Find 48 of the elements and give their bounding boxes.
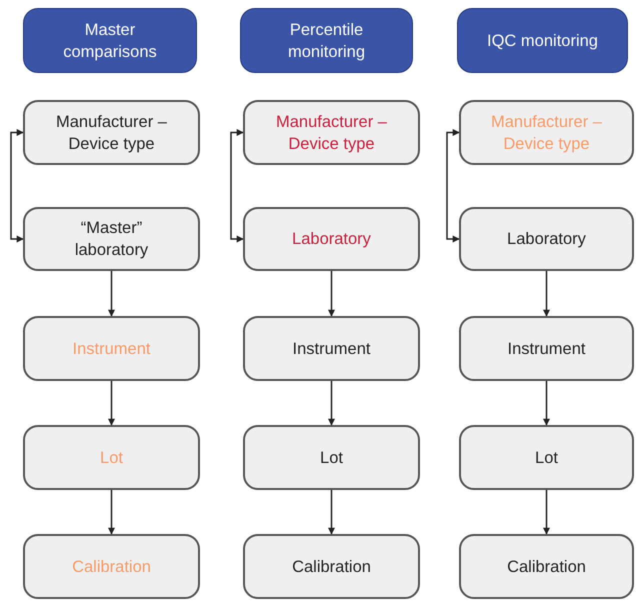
process-box xyxy=(459,207,634,271)
column-heading: IQC monitoring xyxy=(486,30,599,52)
double-arrow xyxy=(10,129,24,242)
box-label: Manufacturer – Device type xyxy=(55,112,168,154)
box-label: Instrument xyxy=(506,338,586,360)
arrow xyxy=(328,381,335,426)
column-heading: Percentile monitoring xyxy=(286,20,366,62)
process-box xyxy=(243,534,420,599)
process-box xyxy=(23,425,200,490)
header-box xyxy=(240,8,413,73)
box-label: Instrument xyxy=(292,338,372,360)
arrow xyxy=(543,381,550,426)
box-label: Laboratory xyxy=(506,229,587,250)
box-label: Lot xyxy=(319,448,344,468)
box-label: “Master” laboratory xyxy=(74,218,150,261)
header-box xyxy=(457,8,628,73)
process-box xyxy=(243,425,420,490)
process-box xyxy=(23,207,200,271)
arrow xyxy=(108,271,115,317)
arrow xyxy=(108,490,115,535)
box-label: Lot xyxy=(99,448,124,468)
process-box xyxy=(459,100,634,165)
arrow xyxy=(543,490,550,535)
arrow xyxy=(328,271,335,317)
arrow xyxy=(543,271,550,317)
header-box xyxy=(23,8,197,73)
box-label: Calibration xyxy=(291,556,372,578)
process-box xyxy=(23,316,200,381)
process-box xyxy=(243,316,420,381)
box-label: Instrument xyxy=(72,338,152,360)
arrow xyxy=(328,490,335,535)
box-label: Manufacturer – Device type xyxy=(490,112,603,154)
process-box xyxy=(459,534,634,599)
double-arrow xyxy=(230,129,244,242)
box-label: Lot xyxy=(534,448,559,468)
double-arrow xyxy=(446,129,460,242)
arrow xyxy=(108,381,115,426)
process-box xyxy=(23,534,200,599)
box-label: Calibration xyxy=(71,556,152,578)
box-label: Manufacturer – Device type xyxy=(275,112,388,154)
process-box xyxy=(243,100,420,165)
column-heading: Master comparisons xyxy=(62,20,158,62)
process-box xyxy=(23,100,200,165)
box-label: Calibration xyxy=(506,556,587,578)
process-box xyxy=(459,316,634,381)
process-box xyxy=(459,425,634,490)
process-box xyxy=(243,207,420,271)
box-label: Laboratory xyxy=(291,229,372,250)
